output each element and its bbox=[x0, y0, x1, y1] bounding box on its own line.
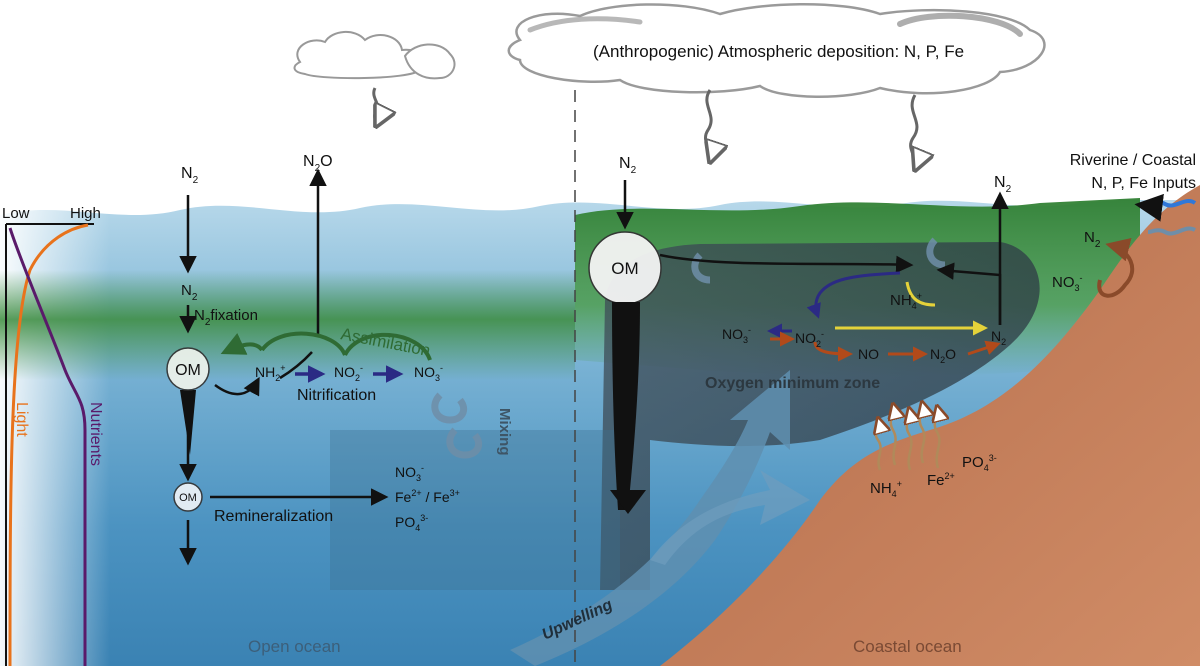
no2-label: NO2- bbox=[334, 363, 363, 383]
coastal-sediment bbox=[660, 185, 1200, 666]
deposition-arrows bbox=[372, 87, 917, 170]
coastal-n2-left: N2 bbox=[619, 155, 637, 176]
profile-nutrients-label: Nutrients bbox=[87, 402, 104, 466]
omz-nh4: NH4+ bbox=[890, 291, 922, 311]
slope-denitrification-loop bbox=[1097, 238, 1135, 298]
nh4-label: NH2+ bbox=[255, 363, 286, 383]
om-lower-label: OM bbox=[179, 492, 197, 504]
sed-po4: PO43- bbox=[962, 453, 997, 473]
coastal-om-arrowhead bbox=[610, 490, 646, 514]
profile-high-label: High bbox=[70, 205, 101, 222]
slope-no3: NO3- bbox=[1052, 273, 1083, 293]
riverine-label-1: Riverine / Coastal bbox=[1070, 152, 1196, 169]
profile-low-label: Low bbox=[2, 205, 30, 222]
om-lower-circle bbox=[173, 482, 203, 512]
sed-fe: Fe2+ bbox=[927, 471, 955, 489]
open-n2o: N2O bbox=[303, 153, 333, 174]
omz-extension bbox=[330, 430, 620, 590]
mixing-label: Mixing bbox=[496, 408, 513, 456]
omz-anammox bbox=[905, 281, 936, 307]
rem-no3: NO3- bbox=[395, 463, 424, 483]
omz-n2o: N2O bbox=[930, 346, 956, 365]
coastal-n2-right: N2 bbox=[994, 174, 1012, 195]
atmospheric-deposition-label: (Anthropogenic) Atmospheric deposition: … bbox=[593, 42, 964, 61]
om-upper-label: OM bbox=[175, 362, 201, 379]
omz-no2: NO2- bbox=[795, 329, 824, 349]
sediment-flux-arrows bbox=[876, 402, 940, 471]
open-ocean-region-label: Open ocean bbox=[248, 637, 341, 656]
rem-po4: PO43- bbox=[395, 513, 428, 533]
om-upper-circle bbox=[166, 347, 210, 391]
large-cloud bbox=[507, 3, 1046, 98]
open-ocean-productive-layer bbox=[0, 270, 575, 380]
omz-no3: NO3- bbox=[722, 325, 751, 345]
coastal-ocean-region-label: Coastal ocean bbox=[853, 637, 962, 656]
omz-label: Oxygen minimum zone bbox=[705, 375, 880, 392]
light-curve bbox=[8, 223, 89, 666]
riverine-label-2: N, P, Fe Inputs bbox=[1091, 175, 1196, 192]
omz-n2: N2 bbox=[991, 328, 1006, 347]
slope-n2: N2 bbox=[1084, 229, 1101, 250]
coastal-arrows bbox=[616, 180, 1009, 325]
no3-label: NO3- bbox=[414, 363, 443, 383]
open-ocean-arrows bbox=[179, 168, 389, 566]
open-n2-top: N2 bbox=[181, 165, 199, 186]
nitrification-label: Nitrification bbox=[297, 387, 376, 404]
omz-no: NO bbox=[858, 346, 879, 362]
profile-light-label: Light bbox=[13, 402, 30, 437]
upwelling-branch bbox=[650, 470, 810, 565]
omz-nh4-to-no2 bbox=[806, 271, 901, 319]
profile-axes bbox=[5, 223, 94, 666]
open-n2-mid: N2 bbox=[181, 282, 198, 303]
riverine-arrows bbox=[1134, 193, 1197, 236]
rem-fe: Fe2+ / Fe3+ bbox=[395, 488, 460, 505]
assimilation-arrows bbox=[220, 331, 432, 361]
nutrient-curve bbox=[8, 227, 87, 666]
remineralization-label: Remineralization bbox=[214, 508, 333, 525]
sed-nh4: NH4+ bbox=[870, 479, 902, 499]
om-sinking-funnel bbox=[180, 390, 196, 455]
small-cloud bbox=[293, 31, 456, 80]
upwelling-arrow bbox=[510, 370, 790, 666]
coastal-om-label: OM bbox=[611, 259, 638, 278]
omz-no2-to-no bbox=[813, 341, 853, 362]
open-n2-fixation: N2fixation bbox=[194, 307, 258, 328]
omz-n2o-to-n2 bbox=[967, 340, 1001, 356]
coastal-om-funnel bbox=[612, 302, 640, 510]
